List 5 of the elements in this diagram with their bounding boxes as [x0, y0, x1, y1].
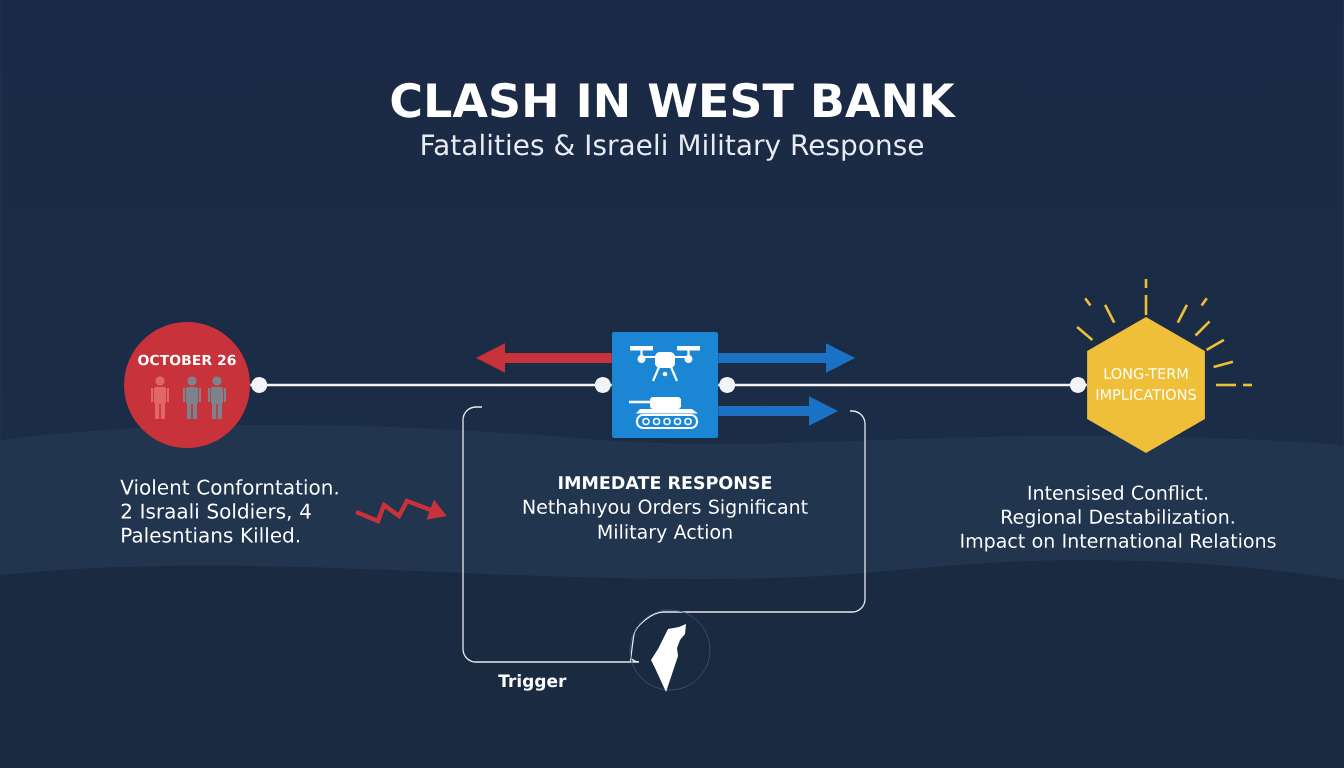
hexagon: LONG-TERM IMPLICATIONS — [1087, 317, 1205, 453]
subtitle: Fatalities & Israeli Military Response — [422, 133, 923, 161]
connector-line — [718, 377, 1087, 393]
title: CLASH IN WEST BANK — [391, 82, 957, 118]
connector-line — [250, 377, 612, 393]
